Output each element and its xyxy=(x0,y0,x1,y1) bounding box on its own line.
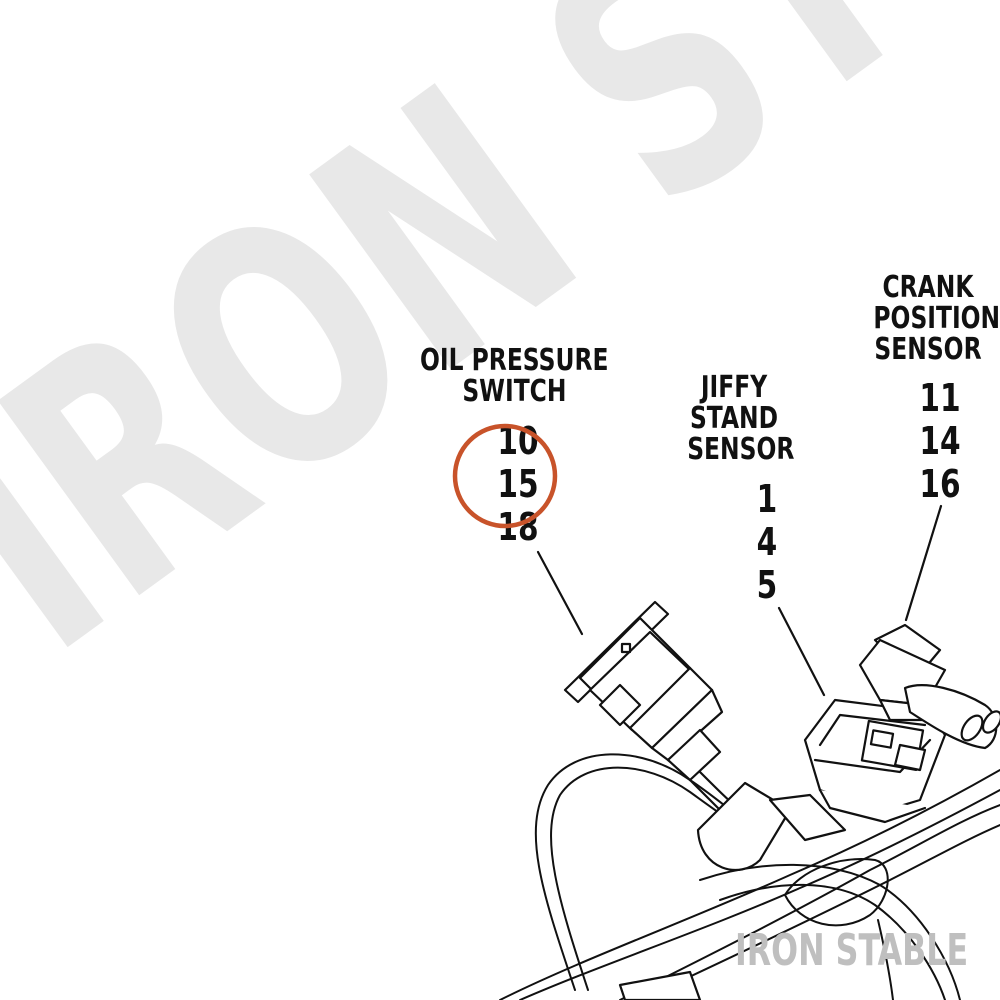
jiffy-pin-3: 5 xyxy=(756,563,778,607)
crank-pin-2: 14 xyxy=(919,419,961,463)
jiffy-title-line-1: JIFFY xyxy=(700,370,768,405)
crank-position-sensor-title: CRANK POSITION SENSOR xyxy=(873,270,1000,367)
leader-line-jiffy xyxy=(777,606,826,697)
jiffy-title-line-2: STAND xyxy=(689,401,779,436)
crank-pin-1: 11 xyxy=(919,376,961,420)
crank-position-sensor-connector xyxy=(858,623,1000,750)
watermark-small: IRON STABLE xyxy=(735,925,969,976)
jiffy-stand-sensor-pins: 1 4 5 xyxy=(744,478,791,607)
oil-title-line-2: SWITCH xyxy=(462,374,567,409)
jiffy-title-line-3: SENSOR xyxy=(687,432,795,467)
harness-wires xyxy=(499,753,1000,1000)
bottom-connector xyxy=(618,970,702,1000)
crank-title-line-1: CRANK xyxy=(882,270,974,305)
jiffy-stand-sensor-title: JIFFY STAND SENSOR xyxy=(687,370,795,467)
leader-line-crank xyxy=(904,504,943,622)
crank-title-line-2: POSITION xyxy=(873,301,1000,336)
crank-pin-3: 16 xyxy=(919,462,961,506)
jiffy-stand-sensor-connector xyxy=(803,698,947,824)
harness-clip xyxy=(768,793,847,842)
crank-position-sensor-pins: 11 14 16 xyxy=(909,377,971,506)
crank-title-line-3: SENSOR xyxy=(874,332,982,367)
leader-line-oil xyxy=(536,550,584,636)
oil-pin-2: 15 xyxy=(497,462,539,506)
oil-pressure-switch-connector xyxy=(563,600,742,822)
oil-switch-boot xyxy=(696,781,792,872)
jiffy-pin-2: 4 xyxy=(756,520,778,564)
jiffy-pin-1: 1 xyxy=(756,477,778,521)
